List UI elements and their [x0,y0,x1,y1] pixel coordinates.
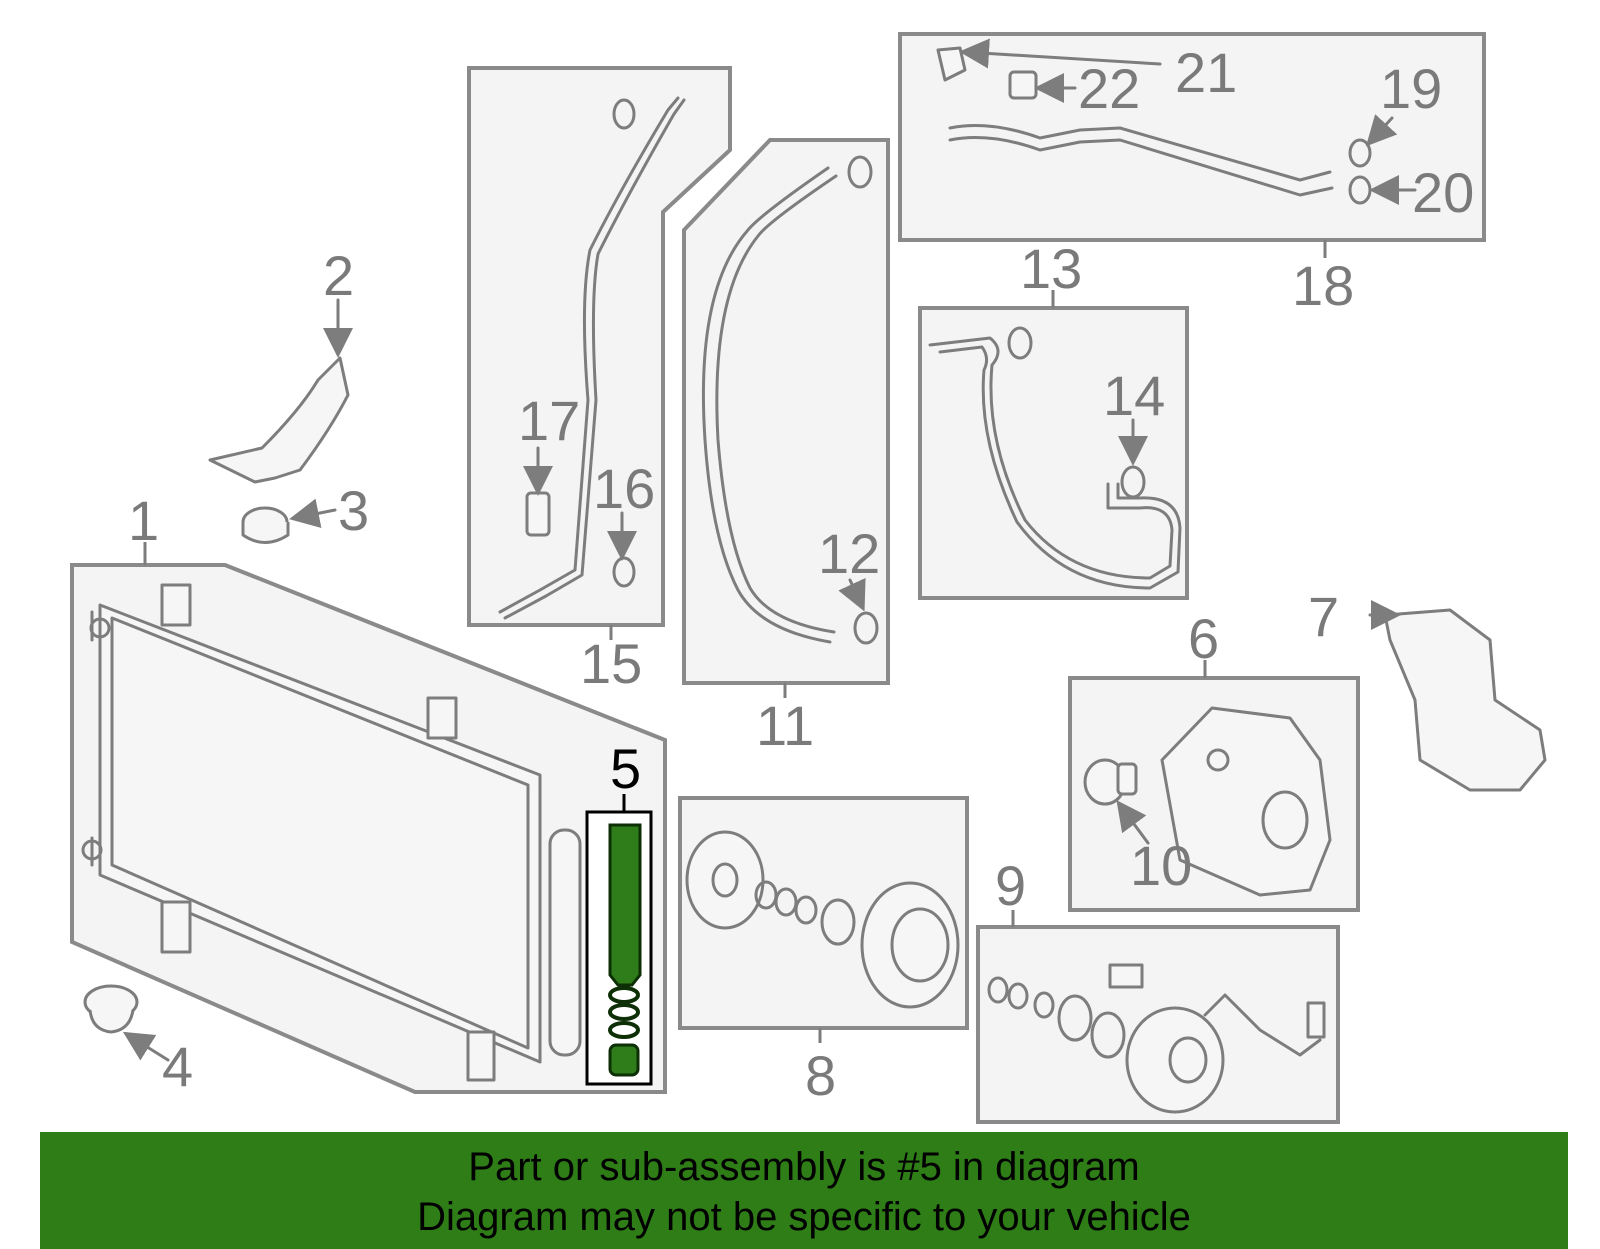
label-19: 19 [1380,57,1442,120]
condenser-panel [70,563,667,1094]
label-13: 13 [1020,237,1082,300]
label-22: 22 [1078,57,1140,120]
coil-panel-9 [976,925,1340,1124]
label-10: 10 [1130,834,1192,897]
suction-hose-panel [682,138,890,685]
info-banner: Part or sub-assembly is #5 in diagram Di… [40,1132,1568,1249]
label-21: 21 [1175,41,1237,104]
label-18: 18 [1292,254,1354,317]
label-7: 7 [1308,585,1339,648]
grommet-4 [83,984,170,1062]
label-15: 15 [580,632,642,695]
label-2: 2 [323,244,354,307]
label-6: 6 [1188,607,1219,670]
label-14: 14 [1103,364,1165,427]
label-4: 4 [162,1035,193,1098]
pipe-assembly-panel [898,32,1486,242]
label-5: 5 [610,737,641,800]
label-17: 17 [518,389,580,452]
clutch-panel-8 [678,796,969,1030]
label-16: 16 [593,457,655,520]
desiccant-kit-5 [585,794,653,1086]
grommet-3 [241,498,337,544]
label-3: 3 [338,479,369,542]
compressor-panel-6 [1068,676,1360,912]
label-12: 12 [818,522,880,585]
discharge-line-panel [467,66,732,627]
bracket-2 [208,298,353,484]
bracket-7 [1368,600,1547,792]
label-20: 20 [1412,161,1474,224]
label-9: 9 [995,854,1026,917]
label-1: 1 [128,489,159,552]
banner-line-2: Diagram may not be specific to your vehi… [417,1195,1191,1239]
label-11: 11 [756,694,814,757]
hose-panel-13 [918,306,1189,600]
banner-line-1: Part or sub-assembly is #5 in diagram [468,1145,1140,1189]
label-8: 8 [805,1044,836,1107]
